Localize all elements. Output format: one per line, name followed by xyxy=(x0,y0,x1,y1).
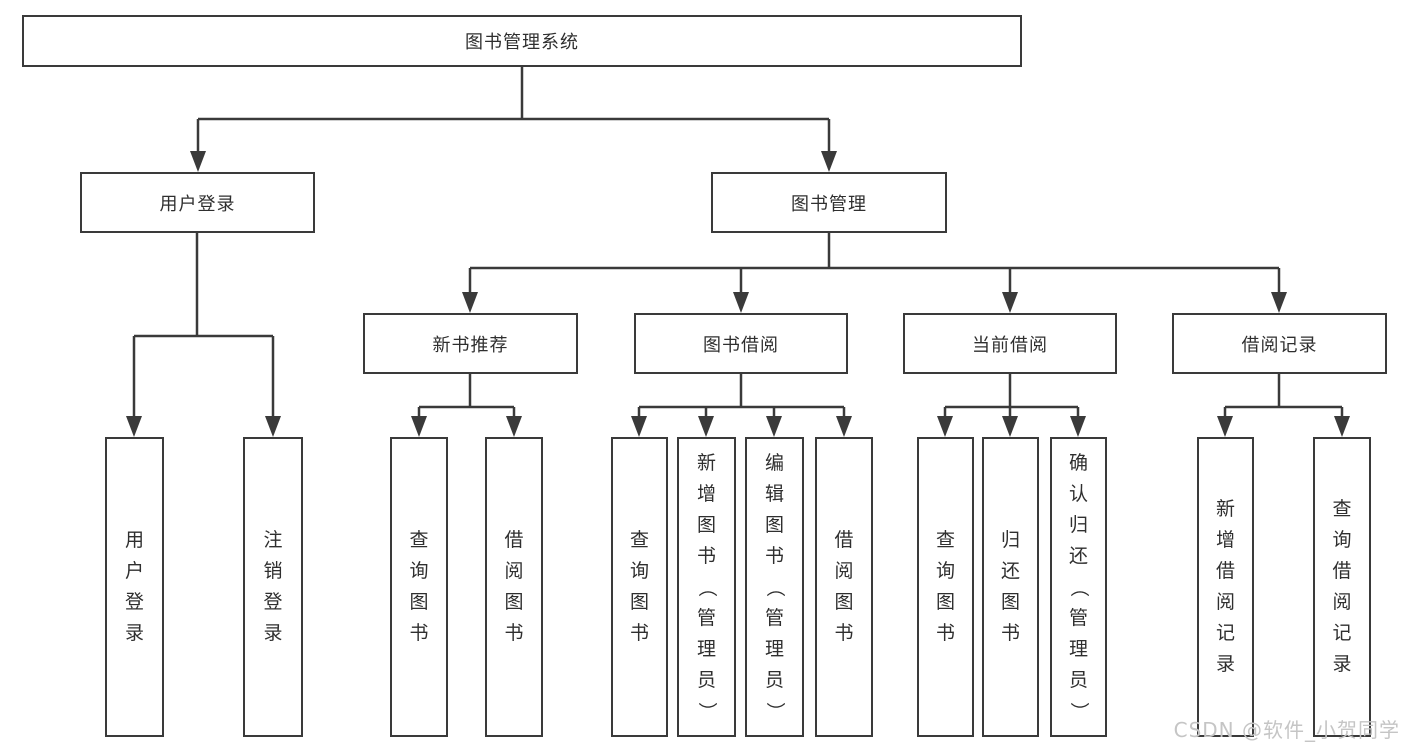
node-current-borrowing: 当前借阅 xyxy=(903,313,1117,374)
node-borrowing-records: 借阅记录 xyxy=(1172,313,1387,374)
leaf-query-book-current: 查询图书 xyxy=(917,437,974,737)
leaf-query-borrow-record: 查询借阅记录 xyxy=(1313,437,1371,737)
node-root: 图书管理系统 xyxy=(22,15,1022,67)
node-book-management-label: 图书管理 xyxy=(791,193,867,215)
node-borrowing-records-label: 借阅记录 xyxy=(1241,334,1318,356)
leaf-borrow-book: 借阅图书 xyxy=(815,437,873,737)
leaf-logout: 注销登录 xyxy=(243,437,303,737)
leaf-edit-book-admin: 编辑图书（管理员） xyxy=(745,437,804,737)
node-user-login: 用户登录 xyxy=(80,172,315,233)
leaf-return-book: 归还图书 xyxy=(982,437,1039,737)
leaf-borrow-book-recommend: 借阅图书 xyxy=(485,437,543,737)
node-user-login-label: 用户登录 xyxy=(159,193,236,215)
node-root-label: 图书管理系统 xyxy=(465,32,579,53)
node-book-borrowing: 图书借阅 xyxy=(634,313,848,374)
leaf-add-borrow-record: 新增借阅记录 xyxy=(1197,437,1254,737)
node-book-borrowing-label: 图书借阅 xyxy=(703,334,779,356)
leaf-add-book-admin: 新增图书（管理员） xyxy=(677,437,736,737)
leaf-query-book-recommend: 查询图书 xyxy=(390,437,448,737)
leaf-user-login: 用户登录 xyxy=(105,437,164,737)
node-current-borrowing-label: 当前借阅 xyxy=(972,334,1048,356)
node-book-management: 图书管理 xyxy=(711,172,947,233)
node-new-book-recommend: 新书推荐 xyxy=(363,313,578,374)
leaf-query-book-borrowing: 查询图书 xyxy=(611,437,668,737)
csdn-watermark: CSDN @软件_小贺同学 xyxy=(1173,718,1400,742)
node-new-book-recommend-label: 新书推荐 xyxy=(432,334,509,356)
leaf-confirm-return-admin: 确认归还（管理员） xyxy=(1050,437,1107,737)
